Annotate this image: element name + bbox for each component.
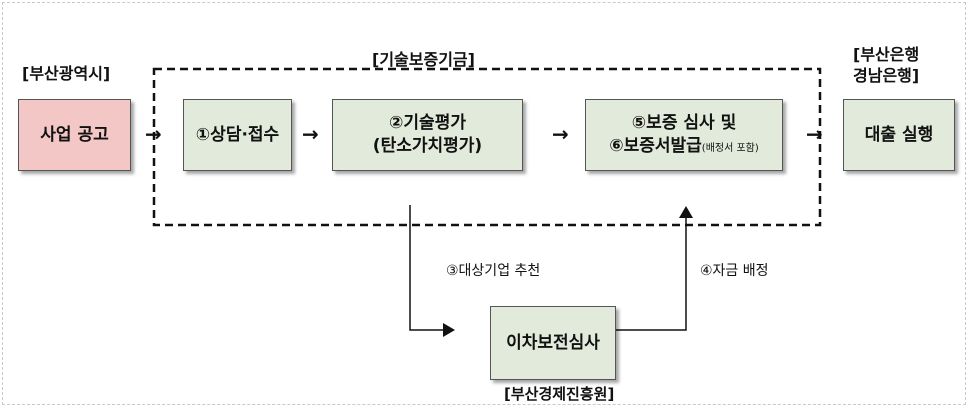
kibo-dashed-boundary <box>152 67 822 227</box>
loan-box: 대출 실행 <box>843 99 955 171</box>
tech-eval-box: ②기술평가 (탄소가치평가) <box>332 99 523 171</box>
allocation-note: ④자금 배정 <box>700 263 769 279</box>
guarantee-line2: ⑥보증서발급 <box>609 136 702 156</box>
guarantee-box: ⑤보증 심사 및 ⑥보증서발급(배정서 포함) <box>585 99 783 171</box>
tech-eval-line2: (탄소가치평가) <box>372 136 483 156</box>
interest-review-box: 이차보전심사 <box>490 306 616 380</box>
loan-text: 대출 실행 <box>864 124 934 145</box>
arrow-right-icon: → <box>552 122 569 146</box>
tech-eval-line1: ②기술평가 <box>389 113 466 134</box>
kibo-label: [기술보증기금] <box>372 50 475 69</box>
banks-label-line2: 경남은행] <box>853 65 920 85</box>
recommend-note: ③대상기업 추천 <box>446 263 541 279</box>
consult-text: ①상담·접수 <box>195 124 280 145</box>
outer-frame <box>2 2 966 405</box>
busan-city-label: [부산광역시] <box>22 64 111 83</box>
allocation-arrowhead <box>679 206 693 218</box>
guarantee-note: (배정서 포함) <box>701 143 759 154</box>
allocation-connector <box>615 218 687 331</box>
recommend-connector <box>409 205 443 331</box>
guarantee-line2-wrap: ⑥보증서발급(배정서 포함) <box>609 135 759 158</box>
announcement-box: 사업 공고 <box>18 99 131 171</box>
arrow-right-icon: → <box>302 122 319 146</box>
arrow-right-icon: → <box>145 122 162 146</box>
banks-label: [부산은행 경남은행] <box>853 45 919 87</box>
arrow-right-icon: → <box>806 122 823 146</box>
banks-label-line1: [부산은행 <box>853 45 920 64</box>
interest-review-text: 이차보전심사 <box>506 332 600 353</box>
announcement-text: 사업 공고 <box>40 124 109 145</box>
guarantee-line1: ⑤보증 심사 및 <box>631 113 737 134</box>
bepa-label: [부산경제진흥원] <box>504 385 615 403</box>
consult-box: ①상담·접수 <box>183 99 292 171</box>
recommend-arrowhead <box>443 323 455 337</box>
